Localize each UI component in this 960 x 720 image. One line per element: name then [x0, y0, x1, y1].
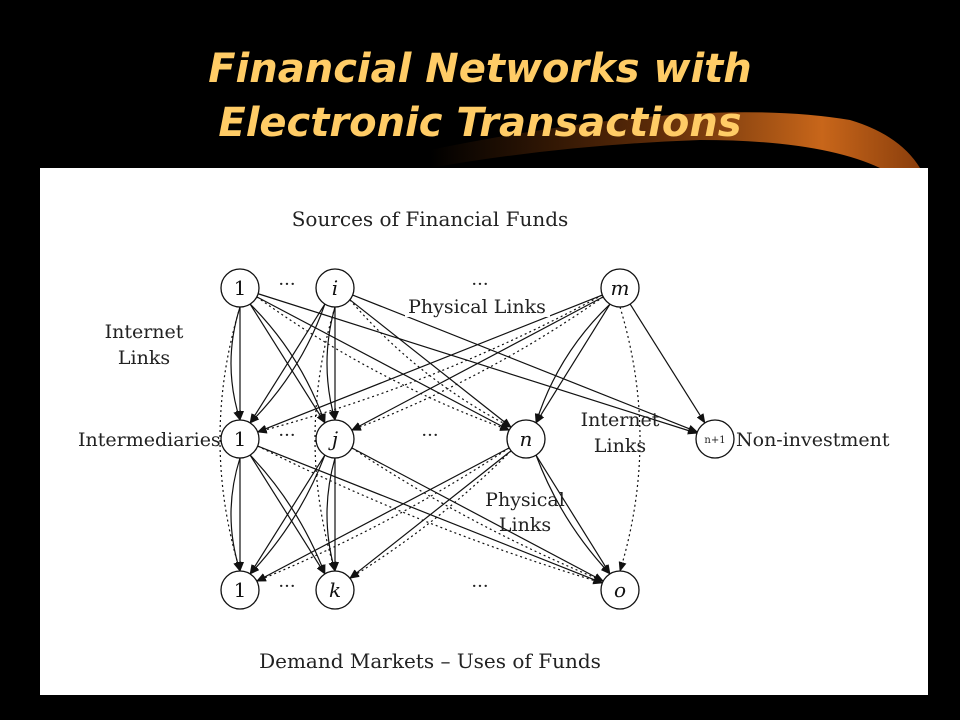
internet-link-source-m-mid-j-dotted	[350, 296, 604, 431]
internet-link-mid-n-demand-o-curve	[535, 454, 611, 575]
internet-links-right-line2: Links	[594, 435, 646, 457]
physical-link-mid-n-to-demand-o	[535, 454, 611, 575]
demand-node-k: k	[315, 570, 355, 610]
svg-text:m: m	[611, 276, 630, 300]
physical-link-mid-n-to-demand-k	[349, 450, 512, 579]
source-node-m: m	[600, 268, 640, 308]
physical-link-source-m-to-mid-a	[256, 294, 603, 433]
internet-link-source-i-mid-j-curve	[326, 306, 337, 421]
svg-text:n: n	[520, 427, 533, 451]
internet-link-mid-n-demand-1-dotted	[255, 447, 510, 582]
physical-link-source-m-to-mid-j	[350, 296, 604, 431]
physical-link-source-a-to-mid-n	[256, 296, 511, 431]
internet-link-mid-j-demand-o-dotted	[351, 447, 605, 582]
intermediary-node-1: 1	[220, 419, 260, 459]
intermediaries-label: Intermediaries	[78, 429, 221, 451]
network-diagram-panel: 1 i m 1 j n n+1 1	[40, 168, 928, 695]
physical-link-source-i-to-mid-x	[352, 294, 699, 433]
internet-links-left-line2: Links	[118, 347, 170, 369]
demand-node-o: o	[600, 570, 640, 610]
physical-link-mid-j-to-demand-o	[351, 447, 605, 582]
source-node-1: 1	[220, 268, 260, 308]
internet-link-source-1-mid-j-curve	[249, 303, 326, 424]
physical-link-source-i-to-mid-a	[249, 303, 326, 424]
title-swoosh-decoration	[430, 112, 920, 168]
intermediary-node-j: j	[315, 419, 355, 459]
intermediary-node-n: n	[506, 419, 546, 459]
slide-title: Financial Networks with Electronic Trans…	[0, 42, 960, 150]
internet-link-source-m-mid-1-dotted	[256, 294, 603, 434]
ellipsis-mid-left: ···	[278, 425, 295, 446]
internet-link-source-1-mid-n-dotted	[256, 296, 511, 431]
physical-link-source-m-to-mid-n	[535, 303, 611, 424]
noninvestment-label: Non-investment	[736, 429, 890, 451]
ellipsis-mid-right: ···	[421, 425, 438, 446]
ellipsis-top-left: ···	[278, 274, 295, 295]
demand-node-1: 1	[220, 570, 260, 610]
physical-link-mid-n-to-demand-a	[255, 447, 510, 582]
ellipsis-bottom-left: ···	[278, 576, 295, 597]
sources-label: Sources of Financial Funds	[292, 207, 569, 231]
internet-links-left-line1: Internet	[105, 321, 184, 343]
svg-text:1: 1	[234, 427, 247, 451]
source-node-i: i	[315, 268, 355, 308]
internet-link-mid-j-demand-k-curve	[326, 457, 337, 572]
internet-link-source-m-mid-n-curve	[534, 303, 611, 424]
internet-link-mid-j-demand-1-curve	[249, 454, 326, 575]
physical-link-source-m-to-mid-x	[629, 303, 706, 424]
internet-link-source-i-mid-n-dotted	[349, 299, 512, 428]
internet-link-source-1-mid-1-curve	[230, 306, 242, 421]
slide-title-line2: Electronic Transactions	[218, 100, 742, 146]
noninvestment-node: n+1	[695, 419, 735, 459]
internet-links-right-line1: Internet	[581, 409, 660, 431]
physical-links-mid-line2: Links	[499, 514, 551, 536]
ellipsis-bottom-right: ···	[471, 576, 488, 597]
svg-text:o: o	[614, 578, 626, 602]
physical-links-top-bg	[405, 295, 550, 317]
internet-link-mid-1-demand-k-curve	[249, 454, 326, 575]
internet-link-source-i-mid-1-curve	[249, 303, 326, 424]
physical-links-mid-line1: Physical	[485, 489, 565, 511]
network-diagram: 1 i m 1 j n n+1 1	[78, 207, 890, 673]
internet-link-mid-1-demand-1-curve	[230, 457, 242, 572]
demand-markets-label: Demand Markets – Uses of Funds	[259, 649, 601, 673]
network-links	[219, 293, 706, 585]
internet-link-mid-n-demand-k-dotted	[349, 450, 512, 579]
ellipsis-top-right: ···	[471, 274, 488, 295]
svg-text:1: 1	[234, 578, 247, 602]
svg-text:i: i	[332, 276, 338, 300]
svg-text:j: j	[328, 427, 338, 451]
svg-text:1: 1	[234, 276, 247, 300]
physical-links-top-label: Physical Links	[408, 296, 546, 318]
svg-text:k: k	[329, 578, 341, 602]
internet-link-mid-1-demand-o-dotted	[257, 445, 604, 585]
slide-title-line1: Financial Networks with	[208, 46, 752, 92]
physical-link-mid-j-to-demand-a	[249, 454, 326, 575]
svg-text:n+1: n+1	[704, 435, 725, 446]
